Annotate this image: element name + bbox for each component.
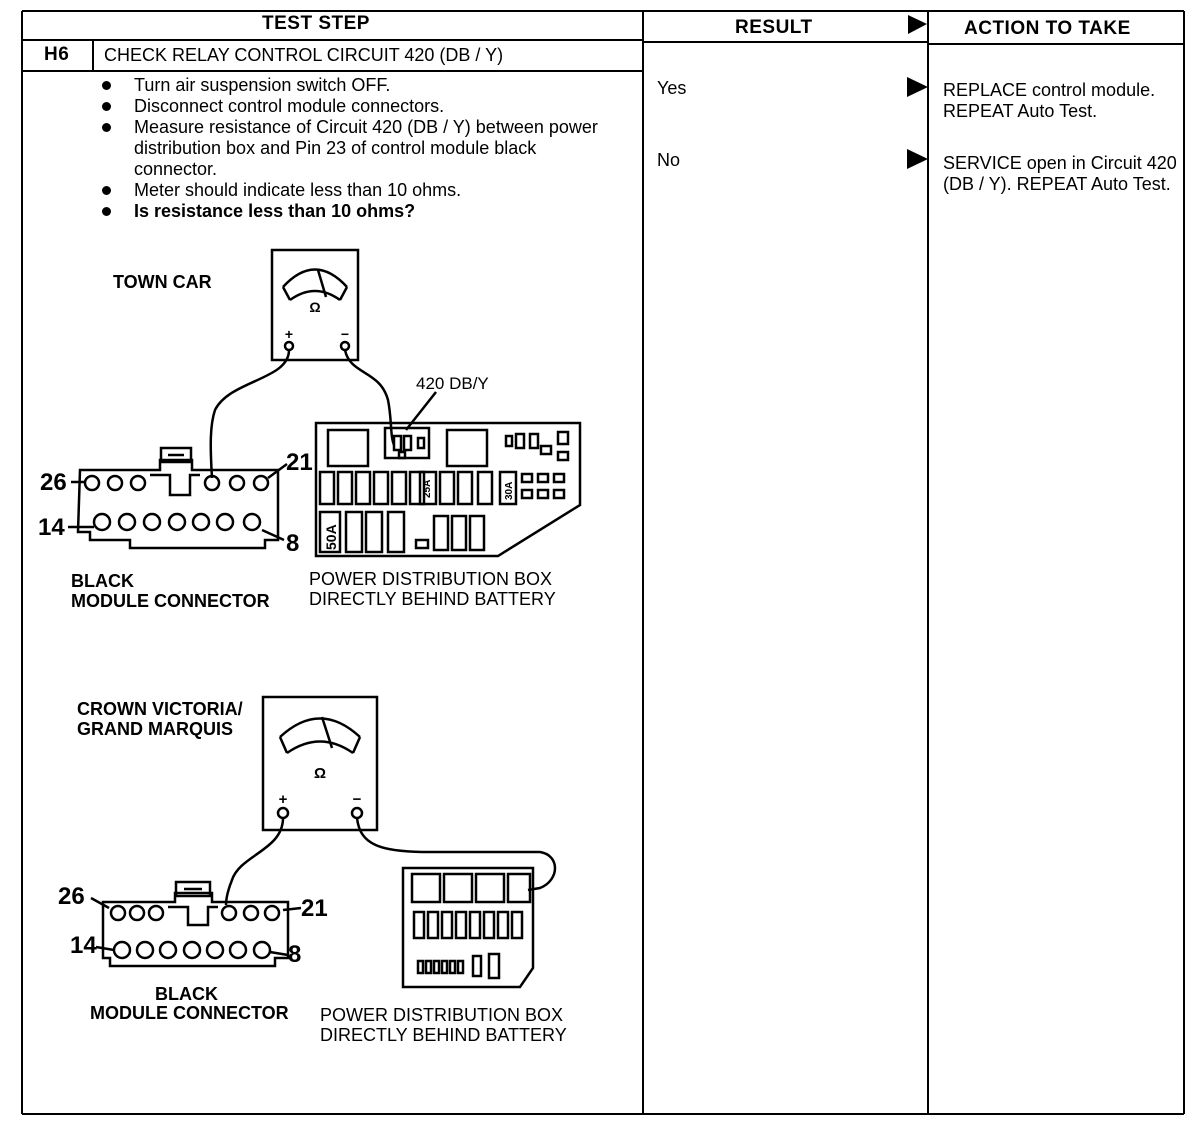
box2-label-line1: POWER DISTRIBUTION BOX [320, 1005, 564, 1025]
positive-lead-2 [224, 817, 285, 906]
no-arrow-icon [907, 149, 928, 169]
header-arrow-icon [908, 15, 927, 34]
diagram1-vehicle: TOWN CAR [113, 272, 212, 292]
yes-arrow-icon [907, 77, 928, 97]
instruction-question: Is resistance less than 10 ohms? [100, 201, 620, 222]
diagram2-vehicle-line1: CROWN VICTORIA/ [77, 699, 243, 719]
box1-label-line1: POWER DISTRIBUTION BOX [309, 569, 553, 589]
omega-symbol-1: Ω [309, 299, 320, 315]
negative-lead-1 [343, 349, 396, 446]
meter-gauge-icon [281, 268, 349, 302]
connector2-label-line2: MODULE CONNECTOR [90, 1003, 289, 1023]
meter-gauge-icon [278, 716, 362, 755]
connector1-label-line1: BLACK [71, 571, 134, 591]
instruction-item: Disconnect control module connectors. [100, 96, 620, 117]
ohmmeter-1 [270, 248, 360, 362]
diagram2-vehicle-line2: GRAND MARQUIS [77, 719, 233, 739]
step-id: H6 [44, 44, 70, 65]
instruction-item: Meter should indicate less than 10 ohms. [100, 180, 620, 201]
pin-8-label: 8 [288, 941, 301, 968]
fuse-30a: 30A [504, 482, 515, 500]
black-connector-1 [76, 446, 280, 550]
result-no: No [657, 150, 681, 170]
positive-terminal-2 [276, 806, 290, 820]
fuse-50a: 50A [323, 524, 339, 550]
pin-14-label: 14 [70, 932, 97, 959]
result-yes: Yes [657, 78, 687, 98]
power-distribution-box-2 [401, 866, 535, 989]
positive-lead-1 [209, 349, 291, 479]
instruction-list: Turn air suspension switch OFF. Disconne… [100, 75, 620, 222]
connector2-label-line1: BLACK [155, 984, 218, 1004]
wire-label: 420 DB/Y [416, 374, 489, 393]
connector1-label-line2: MODULE CONNECTOR [71, 591, 270, 611]
action-yes: REPLACE control module. REPEAT Auto Test… [943, 80, 1156, 121]
plus-label-1: + [285, 326, 293, 342]
pin-26-label: 26 [58, 883, 85, 910]
minus-label-1: − [341, 326, 349, 342]
plus-label-2: + [279, 791, 288, 808]
negative-terminal-2 [350, 806, 364, 820]
pin-14-label: 14 [38, 514, 65, 541]
action-no: SERVICE open in Circuit 420 (DB / Y). RE… [943, 153, 1177, 194]
omega-symbol-2: Ω [314, 765, 326, 782]
header-action: ACTION TO TAKE [964, 18, 1131, 39]
negative-lead-2 [355, 817, 557, 892]
pin-8-label: 8 [286, 530, 299, 557]
pin-21-label: 21 [301, 895, 328, 922]
pin-26-label: 26 [40, 469, 67, 496]
instruction-item: Turn air suspension switch OFF. [100, 75, 620, 96]
box1-label-line2: DIRECTLY BEHIND BATTERY [309, 589, 556, 609]
header-result: RESULT [735, 17, 813, 38]
instruction-item: Measure resistance of Circuit 420 (DB / … [100, 117, 614, 180]
power-distribution-box-1 [314, 421, 582, 558]
minus-label-2: − [353, 791, 362, 808]
black-connector-2 [101, 880, 290, 968]
step-title: CHECK RELAY CONTROL CIRCUIT 420 (DB / Y) [104, 45, 504, 65]
ohmmeter-2 [261, 695, 379, 832]
box2-label-line2: DIRECTLY BEHIND BATTERY [320, 1025, 567, 1045]
fuse-25a: 25A [422, 480, 433, 498]
header-test-step: TEST STEP [262, 13, 370, 34]
pin-21-label: 21 [286, 449, 313, 476]
